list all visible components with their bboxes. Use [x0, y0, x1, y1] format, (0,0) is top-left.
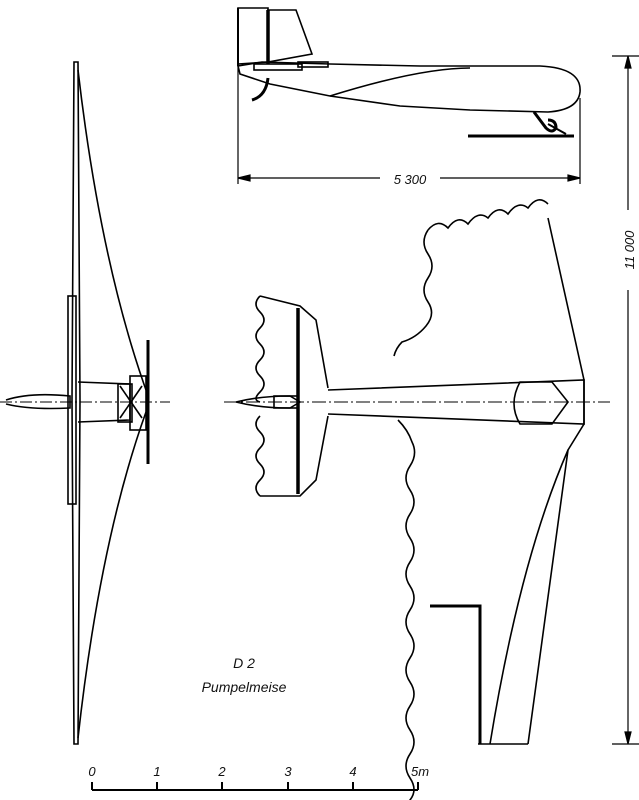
scale-tick-2: 2 [217, 764, 226, 779]
scale-tick-5: 5m [411, 764, 429, 779]
length-label: 5 300 [394, 172, 427, 187]
side-view-rudder [267, 9, 314, 63]
horizontal-tail [235, 295, 329, 497]
scale-tick-3: 3 [284, 764, 292, 779]
side-view-fuselage [237, 61, 581, 113]
aileron [430, 604, 482, 744]
front-view [0, 61, 170, 745]
scale-tick-1: 1 [153, 764, 160, 779]
landing-skid [532, 111, 558, 133]
top-view [224, 199, 610, 800]
scale-tick-4: 4 [349, 764, 356, 779]
aircraft-designation: D 2 [233, 655, 255, 671]
aircraft-name: Pumpelmeise [202, 679, 287, 695]
span-dimension [612, 55, 639, 745]
length-dimension [237, 64, 581, 184]
front-view-wing [71, 61, 81, 745]
scale-bar [91, 782, 419, 791]
scale-tick-0: 0 [88, 764, 96, 779]
side-view [237, 7, 581, 138]
main-wing [393, 199, 585, 800]
cockpit [513, 381, 570, 425]
span-label: 11 000 [622, 230, 637, 270]
